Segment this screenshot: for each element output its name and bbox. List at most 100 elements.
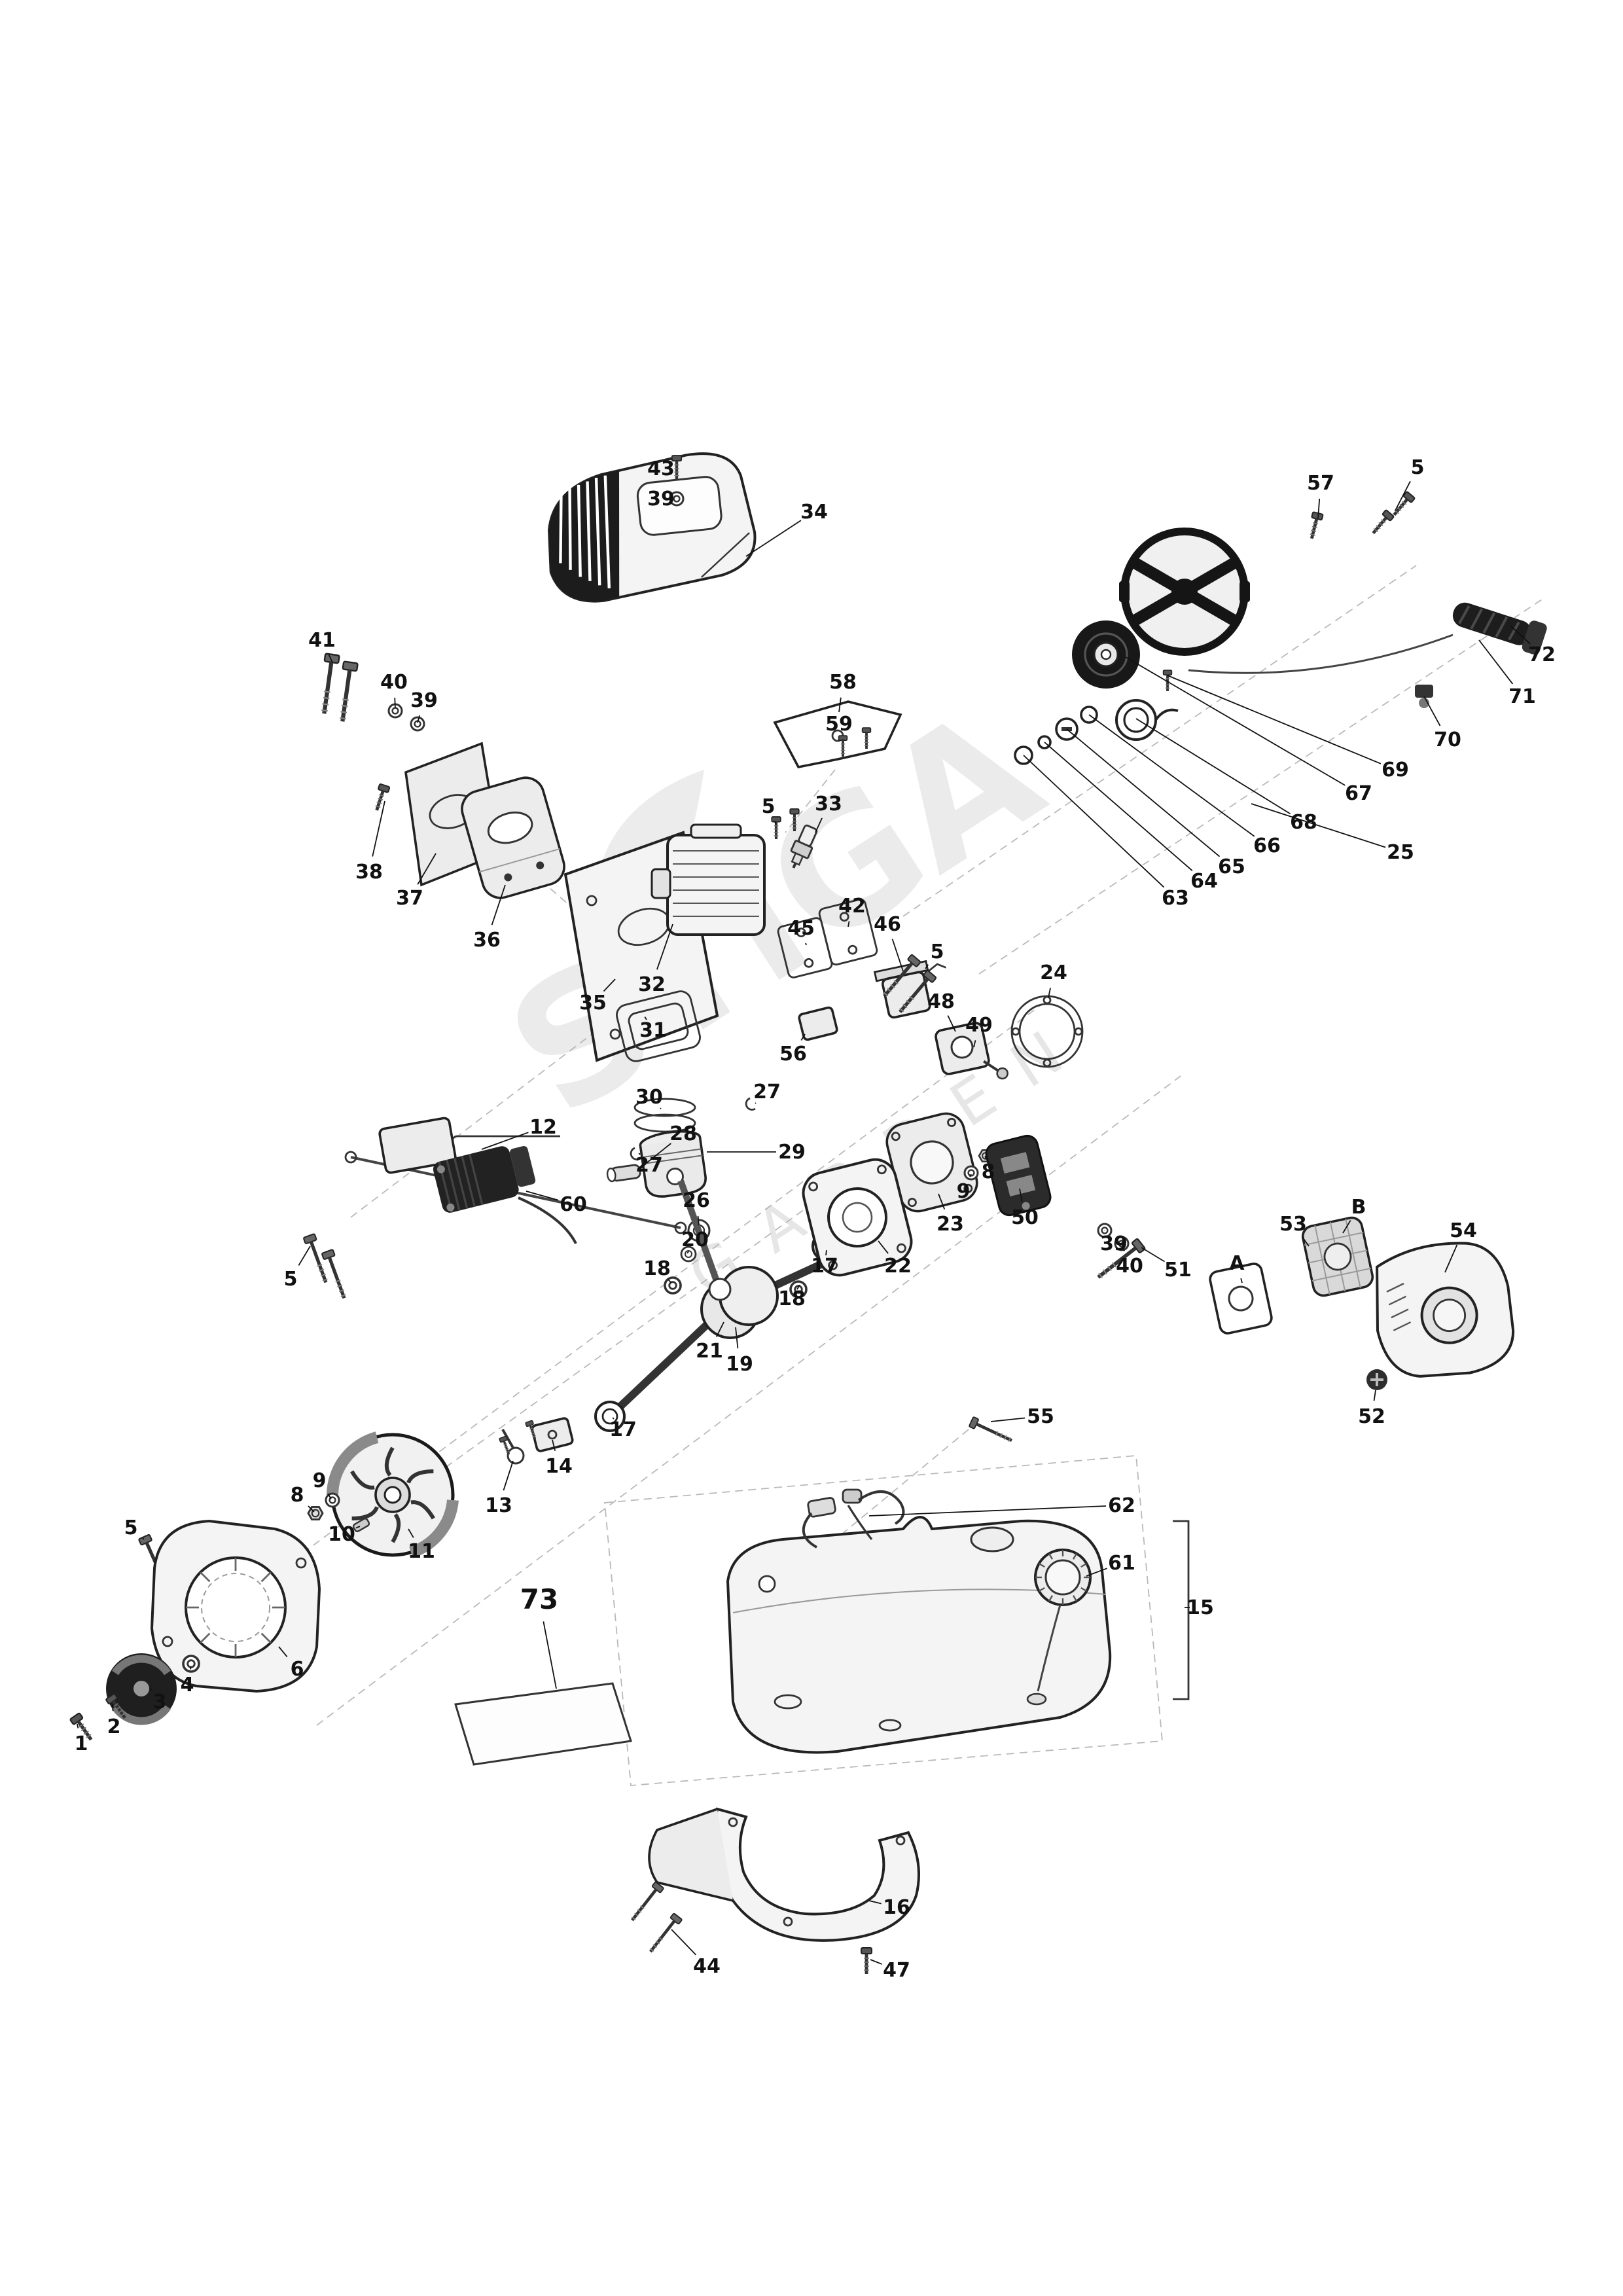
starter-pulley: [1072, 620, 1140, 689]
part-label-18: 18: [643, 1257, 671, 1280]
leader-line-70: [1423, 696, 1441, 726]
leader-line-36: [491, 884, 506, 925]
flywheel-key: [352, 1518, 370, 1532]
part-label-5: 5: [1411, 456, 1425, 479]
part-label-5: 5: [931, 941, 944, 963]
part-label-18: 18: [778, 1287, 806, 1310]
part-label-5: 5: [284, 1268, 298, 1291]
part-label-61: 61: [1108, 1552, 1135, 1575]
leader-line-31: [644, 1016, 647, 1020]
part-label-5: 5: [124, 1516, 138, 1539]
leader-line-22: [878, 1240, 889, 1254]
part-label-69: 69: [1382, 759, 1409, 781]
piston-ring: [633, 1113, 696, 1133]
leader-line-42: [847, 921, 850, 927]
reed-block: [985, 1134, 1052, 1217]
leader-line-49: [973, 1040, 976, 1048]
part-label-44: 44: [693, 1955, 721, 1978]
filter-knob: [1366, 1369, 1387, 1390]
piston-pin: [606, 1164, 641, 1183]
leader-line-17: [825, 1250, 827, 1256]
part-label-56: 56: [779, 1043, 807, 1066]
part-label-14: 14: [545, 1455, 573, 1478]
part-label-A: A: [1229, 1252, 1245, 1275]
leader-line-66: [1088, 714, 1255, 837]
recoil-spring: [1115, 699, 1179, 741]
leader-line-32: [656, 924, 673, 970]
leader-line-56: [800, 1033, 806, 1041]
part-label-48: 48: [927, 990, 955, 1013]
coil-bolt: [304, 1234, 332, 1285]
part-label-28: 28: [669, 1122, 697, 1145]
leader-line-13: [503, 1460, 514, 1491]
leader-line-44: [671, 1929, 696, 1956]
part-label-23: 23: [936, 1213, 964, 1236]
leader-line-58: [838, 697, 842, 713]
part-label-17: 17: [609, 1418, 637, 1441]
leader-line-3: [150, 1688, 152, 1691]
housing-screw: [1369, 510, 1394, 537]
leader-line-5: [925, 964, 929, 969]
leader-line-61: [1086, 1568, 1107, 1577]
part-label-40: 40: [380, 671, 408, 694]
housing-screw: [1307, 512, 1323, 540]
part-label-36: 36: [473, 929, 501, 952]
part-label-33: 33: [815, 793, 842, 816]
part-label-49: 49: [965, 1014, 993, 1037]
leader-line-23: [938, 1193, 946, 1210]
starter-center-screw: [1162, 669, 1173, 692]
part-label-22: 22: [884, 1255, 912, 1278]
connecting-rod: [677, 1179, 721, 1284]
leader-line-65: [1066, 728, 1221, 857]
leader-line-68: [1135, 718, 1291, 815]
starter-pawl-plate: [531, 1417, 574, 1452]
leader-line-5: [774, 820, 777, 825]
leader-line-10: [355, 1526, 361, 1529]
part-label-1: 1: [75, 1732, 88, 1755]
starter-rope: [1188, 634, 1454, 674]
part-label-3: 3: [153, 1691, 167, 1713]
part-label-39: 39: [1100, 1232, 1128, 1255]
part-label-63: 63: [1162, 887, 1189, 910]
starter-handle: [1452, 602, 1547, 655]
part-label-65: 65: [1218, 855, 1245, 878]
leader-line-25: [1251, 803, 1386, 848]
leader-line-57: [1317, 498, 1321, 519]
part-label-10: 10: [328, 1523, 355, 1546]
part-label-17: 17: [811, 1255, 838, 1278]
leader-line-73: [543, 1621, 557, 1689]
leader-line-9: [969, 1174, 972, 1177]
part-label-52: 52: [1358, 1405, 1385, 1428]
cap-tether: [1037, 1604, 1061, 1692]
part-label-27: 27: [753, 1081, 781, 1103]
part-label-12: 12: [529, 1116, 557, 1139]
leader-line-A: [1240, 1278, 1243, 1283]
clutch-washer: [182, 1655, 200, 1673]
filter-gasket: [1209, 1263, 1273, 1335]
leader-line-50: [1019, 1188, 1023, 1202]
part-label-25: 25: [1387, 841, 1414, 864]
leader-line-14: [552, 1439, 556, 1451]
part-label-20: 20: [681, 1229, 709, 1251]
leader-line-51: [1141, 1247, 1165, 1263]
engine-top-cover: [548, 452, 757, 603]
leader-line-69: [1167, 675, 1382, 764]
leader-line-4: [190, 1666, 192, 1670]
part-label-16: 16: [883, 1896, 910, 1919]
part-label-13: 13: [485, 1494, 512, 1517]
crankcase-half: [885, 1112, 978, 1213]
leader-line-20: [687, 1251, 689, 1254]
part-label-39: 39: [647, 488, 675, 511]
leader-line-52: [1373, 1390, 1376, 1401]
leader-line-B: [1342, 1220, 1351, 1234]
part-label-39: 39: [410, 689, 438, 712]
leader-line-18: [668, 1279, 672, 1283]
part-label-19: 19: [726, 1353, 753, 1376]
part-label-50: 50: [1011, 1206, 1039, 1229]
leader-line-5: [298, 1246, 311, 1266]
part-label-64: 64: [1190, 870, 1218, 893]
part-label-2: 2: [107, 1715, 121, 1738]
part-label-70: 70: [1434, 728, 1461, 751]
tether-end: [1026, 1693, 1047, 1706]
part-label-24: 24: [1040, 961, 1067, 984]
